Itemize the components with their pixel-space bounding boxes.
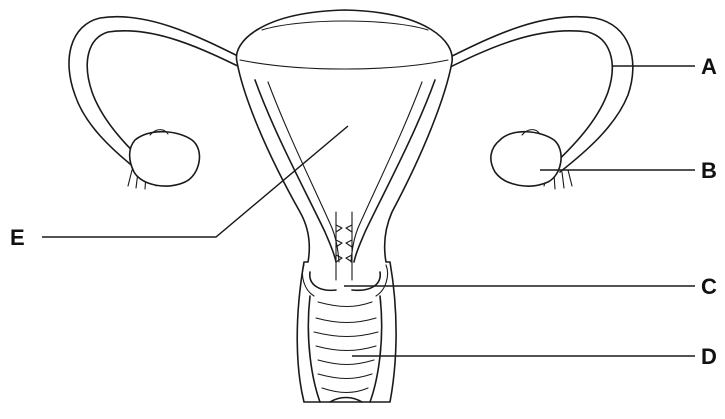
label-e: E	[10, 225, 25, 250]
label-d: D	[701, 344, 717, 369]
label-b: B	[701, 158, 717, 183]
label-c: C	[701, 274, 717, 299]
left-ovary	[130, 132, 200, 186]
label-a: A	[701, 54, 717, 79]
right-ovary	[491, 132, 561, 186]
